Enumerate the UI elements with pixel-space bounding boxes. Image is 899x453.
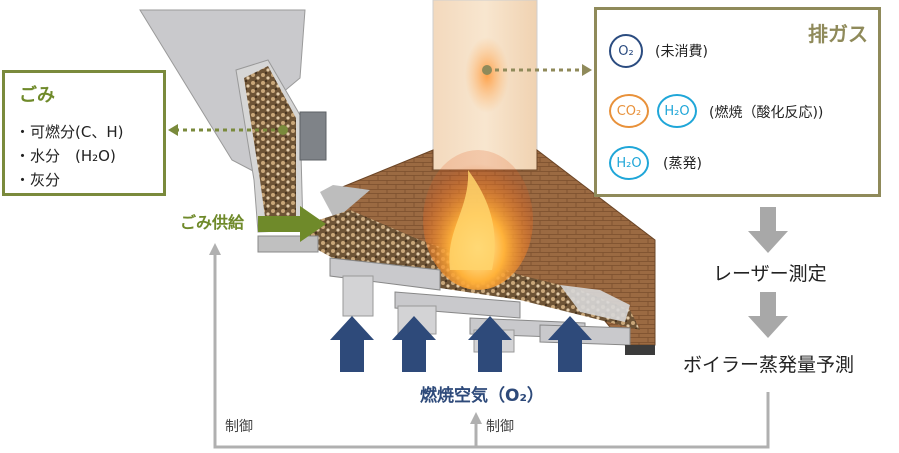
laser-measurement-label: レーザー測定 xyxy=(713,263,827,285)
waste-item-combustible: ・可燃分(C、H) xyxy=(15,123,124,141)
air-inlet-arrows xyxy=(330,316,592,372)
air-label: 燃焼空気（O₂） xyxy=(420,386,544,406)
down-arrow-icon xyxy=(748,292,788,338)
o2-circle: O₂ xyxy=(609,34,643,68)
combustion-label: (燃焼（酸化反応)) xyxy=(709,105,824,121)
air-arrow-icon xyxy=(392,316,436,372)
unconsumed-label: (未消費) xyxy=(655,44,708,60)
waste-item-ash: ・灰分 xyxy=(15,171,61,189)
air-arrow-icon xyxy=(468,316,512,372)
feed-arrow-icon xyxy=(258,206,326,242)
down-arrow-icon xyxy=(748,207,788,253)
waste-info-box: ごみ ・可燃分(C、H) ・水分 (H₂O) ・灰分 xyxy=(2,70,166,196)
h2o-circle-evaporation: H₂O xyxy=(609,146,649,180)
air-arrow-icon xyxy=(330,316,374,372)
feed-label: ごみ供給 xyxy=(180,213,245,232)
waste-item-moisture: ・水分 (H₂O) xyxy=(15,147,116,165)
control-label-left: 制御 xyxy=(225,419,253,435)
evaporation-label: (蒸発) xyxy=(663,156,702,172)
boiler-prediction-label: ボイラー蒸発量予測 xyxy=(683,354,855,376)
co2-circle: CO₂ xyxy=(609,94,649,128)
h2o-circle-combustion: H₂O xyxy=(657,94,697,128)
waste-title: ごみ xyxy=(19,85,55,106)
exhaust-title: 排ガス xyxy=(808,22,868,46)
air-arrow-icon xyxy=(548,316,592,372)
exhaust-gas-box: 排ガス O₂ (未消費) CO₂ H₂O (燃焼（酸化反応)) H₂O (蒸発) xyxy=(594,7,881,197)
control-label-middle: 制御 xyxy=(486,419,514,435)
